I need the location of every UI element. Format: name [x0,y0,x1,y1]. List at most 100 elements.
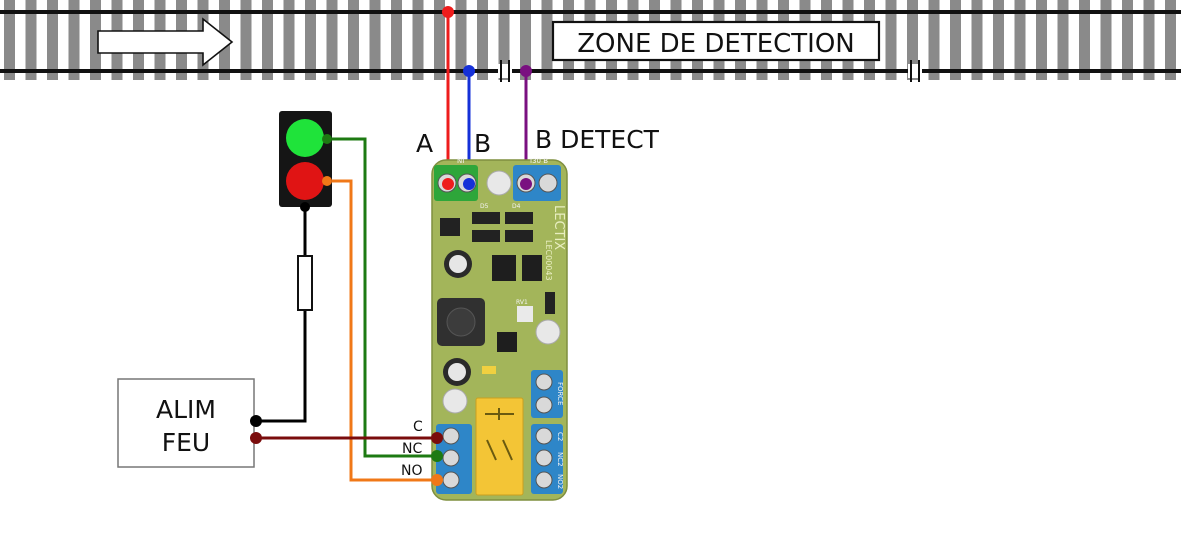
dot-b-rail [463,65,475,77]
railway-track: ZONE DE DETECTION [0,0,1181,82]
label-nc: NC [402,441,422,457]
ic-2 [522,255,542,281]
wire-orange-lamp [327,179,437,482]
track-sleeper [928,0,940,80]
relay [475,397,524,496]
track-sleeper [1036,0,1047,80]
diode-d2 [505,230,533,242]
track-sleeper [25,0,37,80]
alim-label-line2: FEU [162,428,210,457]
track-sleeper [262,0,273,80]
silk-d4: D4 [512,203,521,210]
insulating-joint-right [908,60,922,82]
dot-nc-terminal [431,450,443,462]
track-sleeper [434,0,445,80]
green-lamp [286,119,324,157]
dot-orange-lamp [322,176,332,186]
wire-black-return [256,207,307,423]
label-c: C [413,419,423,435]
relay-symbol-icon [485,408,514,461]
dot-no-terminal [431,474,443,486]
red-lamp [286,162,324,200]
track-sleeper [240,0,252,80]
track-sleeper [520,0,531,80]
zone-label-box [551,20,881,62]
track-sleeper [885,0,897,80]
label-b-detect: B DETECT [535,125,660,154]
silk-d5: D5 [480,203,489,210]
track-sleeper [68,0,80,80]
track-sleeper [541,0,553,80]
track-sleeper [1165,0,1176,80]
board-model: LEC00043 [544,240,553,281]
dot-green-lamp [322,134,332,144]
signal-light [279,111,332,207]
dot-alim-black [250,415,262,427]
track-sleeper [950,0,961,80]
mounting-hole-top [486,170,512,196]
track-sleeper [993,0,1004,80]
mounting-hole-middle [535,319,561,345]
alim-label-line1: ALIM [156,395,216,424]
track-sleeper [326,0,338,80]
label-no: NO [401,463,423,479]
track-sleeper [971,0,983,80]
track-sleeper [348,0,359,80]
track-sleeper [455,0,467,80]
mounting-hole-bottom [442,388,468,414]
dot-black-lamp [300,202,310,212]
track-sleeper [498,0,510,80]
wire-green-lamp [327,137,437,458]
silk-c2: C2 [556,432,564,441]
track-sleeper [1079,0,1090,80]
diode-d5 [472,212,500,224]
track-sleeper [412,0,424,80]
smd-led [482,366,496,374]
track-sleeper [1057,0,1069,80]
board-brand: LECTIX [551,205,566,250]
track-sleeper [369,0,381,80]
track-sleeper [305,0,316,80]
track-sleeper [90,0,101,80]
ic-3 [497,332,517,352]
zone-label: ZONE DE DETECTION [577,29,855,59]
dot-b-terminal [463,178,475,190]
track-sleeper [1143,0,1155,80]
diode-d4 [505,212,533,224]
label-b: B [474,129,491,158]
track-sleeper [907,0,918,80]
silk-rv1: RV1 [516,299,528,306]
dot-alim-common [250,432,262,444]
direction-arrow-icon [97,17,234,67]
label-a: A [416,129,433,158]
insulating-joint-left [498,60,512,82]
silk-nc2: NC2 [556,452,564,467]
track-sleeper [1100,0,1112,80]
diode-d3 [472,230,500,242]
track-sleeper [4,0,15,80]
power-supply-box: ALIM FEU [117,378,255,468]
diode-side [545,292,555,314]
silk-ni: NI [457,157,464,165]
track-sleeper [391,0,402,80]
dot-a-terminal [442,178,454,190]
resistor [297,255,313,311]
track-sleeper [477,0,488,80]
dot-detect-terminal [520,178,532,190]
dot-c-terminal [431,432,443,444]
track-sleeper [1122,0,1133,80]
connection-dots [250,6,532,486]
track-sleeper [47,0,58,80]
detector-board: NI I30 B D5 D4 RV1 LECTIX LEC00043 [431,157,568,501]
silk-i30b: I30 B [530,157,548,165]
dot-a-rail [442,6,454,18]
track-sleeper [283,0,295,80]
silk-force: FORCE [556,382,564,405]
wires [256,12,528,482]
ic-1 [492,255,516,281]
potentiometer-rv1 [517,306,533,322]
silk-no2: NO2 [556,474,564,489]
track-sleeper [1014,0,1026,80]
